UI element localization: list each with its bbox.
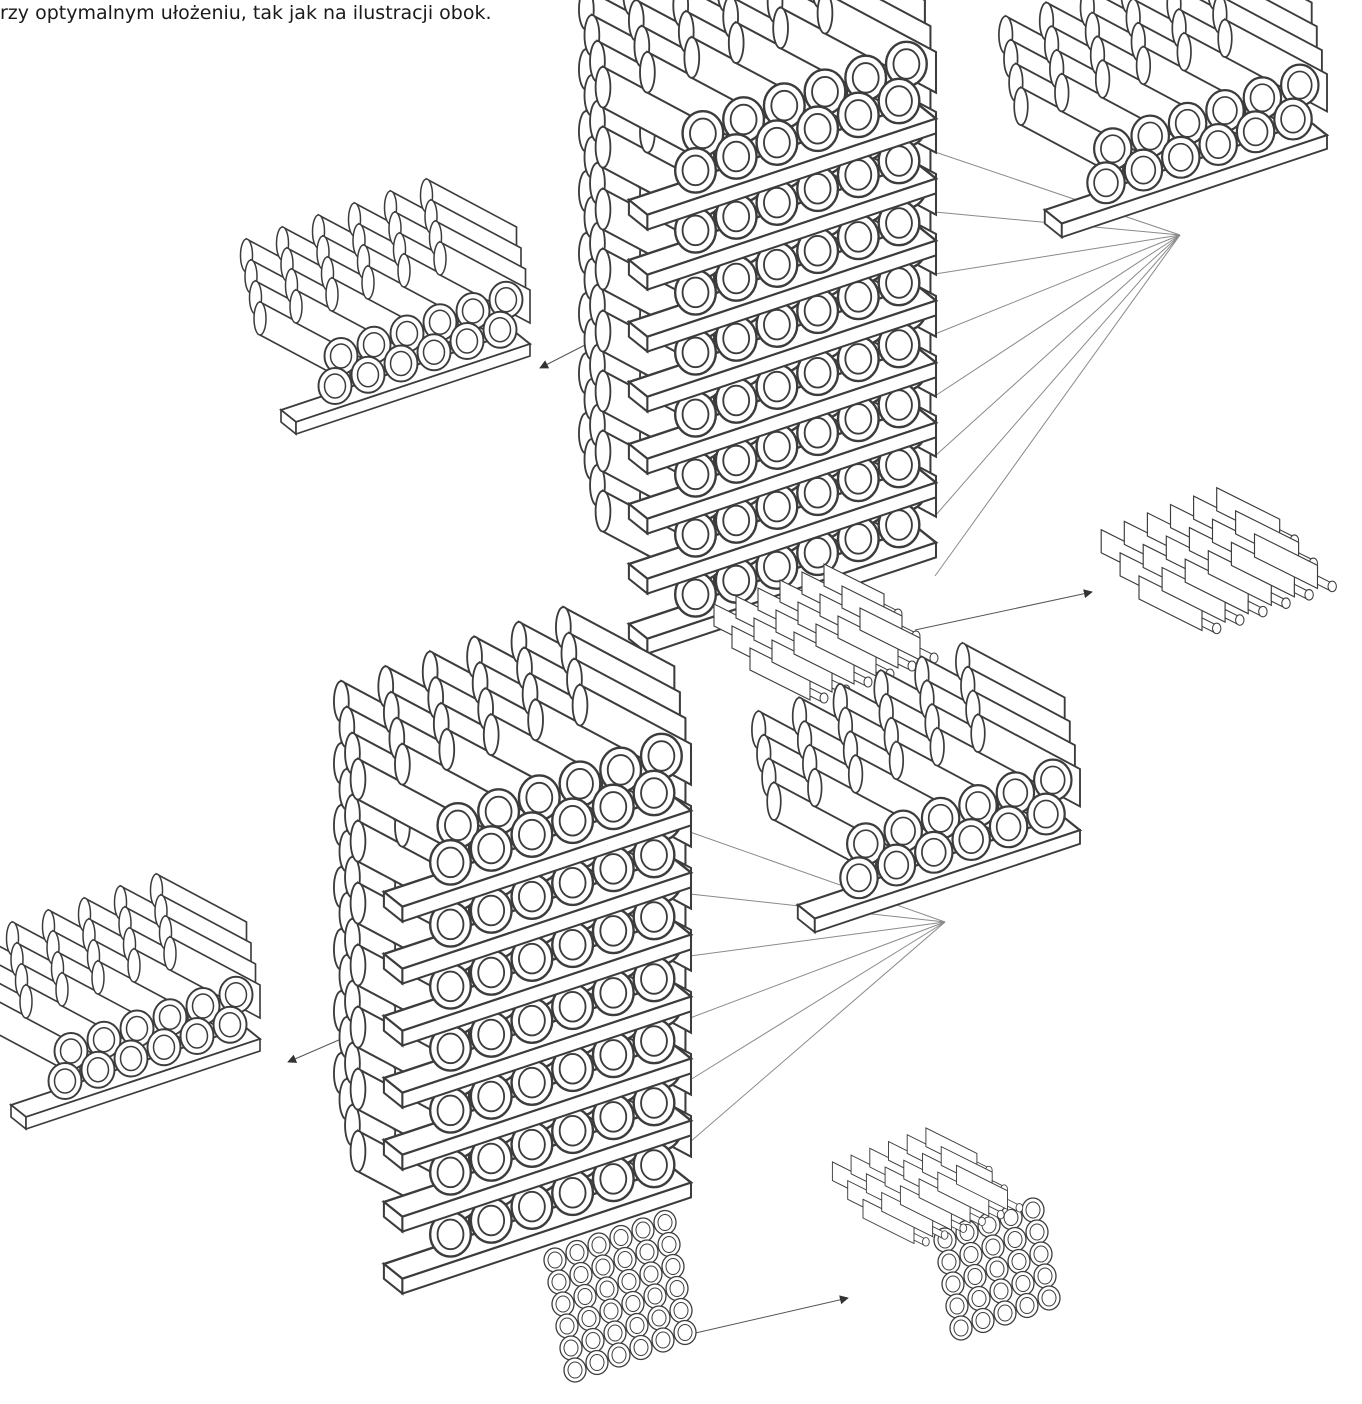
upper-detail-shelf-left	[239, 177, 533, 436]
upper-leader-line	[934, 234, 1181, 335]
upper-cabinet-floor-bottles	[713, 563, 939, 704]
lower-leader-line	[689, 921, 946, 1019]
lower-cabinet-shelf	[333, 605, 694, 924]
upper-detail-floor-bottles	[1100, 486, 1337, 635]
upper-leader-line	[934, 234, 1181, 397]
upper-leader-line	[934, 234, 1181, 577]
lower-leader-line	[689, 921, 946, 957]
upper-leader-line	[934, 234, 1181, 457]
caption-text: rzy optymalnym ułożeniu, tak jak na ilus…	[0, 2, 492, 24]
lower-detail-floor-bottles	[831, 1127, 1024, 1247]
lower-leader-line	[689, 921, 946, 1143]
upper-detail-shelf-right	[998, 0, 1330, 240]
upper-cabinet-shelf	[578, 0, 939, 232]
diagram-artwork	[0, 0, 1337, 1383]
upper-leader-line	[934, 151, 1181, 236]
upper-wine-cabinet-figure	[578, 0, 939, 704]
upper-leader-line	[934, 234, 1181, 275]
lower-detail-shelf-left	[0, 872, 263, 1131]
lower-detail-bottle-block	[933, 1197, 1061, 1341]
lower-detail-shelf-right	[751, 641, 1083, 935]
lower-wine-cabinet-figure	[333, 605, 697, 1383]
lower-leader-line	[689, 831, 946, 923]
leader-lines	[287, 151, 1181, 1341]
lower-leader-line	[689, 921, 946, 1081]
upper-arrow-bottom	[914, 589, 1093, 631]
upper-leader-line	[934, 234, 1181, 517]
